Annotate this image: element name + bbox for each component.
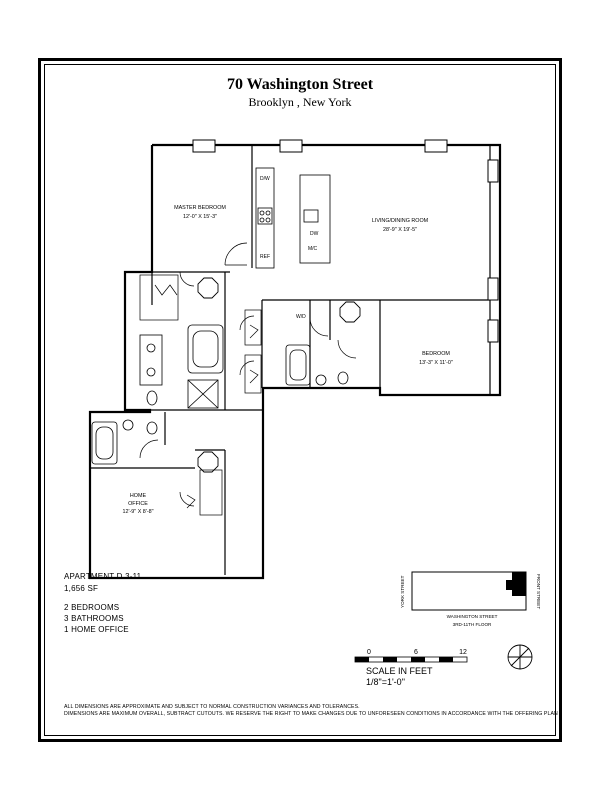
building-location: Brooklyn , New York bbox=[248, 95, 352, 109]
scale-tick-0: 0 bbox=[367, 649, 371, 656]
scale-bar: 0 6 12 SCALE IN FEET 1/8"=1'-0" bbox=[354, 649, 468, 687]
column-octagons bbox=[197, 277, 361, 473]
home-office-name-1: HOME bbox=[130, 493, 147, 499]
apartment-office: 1 HOME OFFICE bbox=[64, 625, 129, 634]
room-labels: MASTER BEDROOM 12'-0" X 15'-3" LIVING/DI… bbox=[122, 205, 452, 515]
apartment-bedrooms: 2 BEDROOMS bbox=[64, 603, 120, 612]
apartment-bathrooms: 3 BATHROOMS bbox=[64, 614, 124, 623]
key-plan-left-street: YORK STREET bbox=[400, 575, 405, 608]
disclaimer-line-2: DIMENSIONS ARE MAXIMUM OVERALL, SUBTRACT… bbox=[64, 711, 558, 717]
bedroom-dims: 13'-3" X 11'-0" bbox=[419, 360, 453, 366]
apartment-name: APARTMENT D 3-11 bbox=[64, 572, 142, 581]
window-bays bbox=[192, 139, 499, 343]
key-plan: YORK STREET FRONT STREET WASHINGTON STRE… bbox=[400, 571, 541, 627]
disclaimer-line-1: ALL DIMENSIONS ARE APPROXIMATE AND SUBJE… bbox=[64, 704, 360, 710]
scale-label: SCALE IN FEET bbox=[366, 666, 433, 676]
home-office-dims: 12'-9" X 8'-8" bbox=[122, 509, 153, 515]
living-dining-dims: 28'-9" X 19'-5" bbox=[383, 227, 417, 233]
scale-ratio: 1/8"=1'-0" bbox=[366, 677, 405, 687]
scale-tick-6: 6 bbox=[414, 649, 418, 656]
kitchen-mwc-label: M/C bbox=[308, 246, 318, 252]
master-bedroom-dims: 12'-0" X 15'-3" bbox=[183, 214, 217, 220]
kitchen-dsh-label: DW bbox=[310, 231, 319, 237]
inner-border bbox=[44, 64, 556, 736]
kitchen-ref-label: REF bbox=[260, 254, 270, 260]
laundry-wd-label: W/D bbox=[296, 314, 306, 320]
living-dining-name: LIVING/DINING ROOM bbox=[372, 218, 429, 224]
home-office-name-2: OFFICE bbox=[128, 501, 148, 507]
bedroom-name: BEDROOM bbox=[422, 351, 450, 357]
building-title: 70 Washington Street bbox=[226, 76, 374, 93]
kitchen-counters bbox=[255, 167, 331, 269]
exterior-walls bbox=[88, 143, 502, 580]
north-arrow-icon bbox=[507, 644, 533, 670]
key-plan-floor: 3RD-11TH FLOOR bbox=[453, 622, 492, 627]
closet-doors bbox=[139, 274, 262, 516]
apartment-area: 1,656 SF bbox=[64, 584, 99, 593]
bathroom-fixtures bbox=[91, 324, 349, 465]
door-swings bbox=[139, 242, 357, 507]
scale-tick-12: 12 bbox=[459, 649, 467, 656]
key-plan-right-street: FRONT STREET bbox=[536, 574, 541, 609]
kitchen-dw-label: D/W bbox=[260, 176, 270, 182]
key-plan-bottom-street: WASHINGTON STREET bbox=[447, 614, 498, 619]
outer-border bbox=[38, 58, 562, 742]
master-bedroom-name: MASTER BEDROOM bbox=[174, 205, 226, 211]
